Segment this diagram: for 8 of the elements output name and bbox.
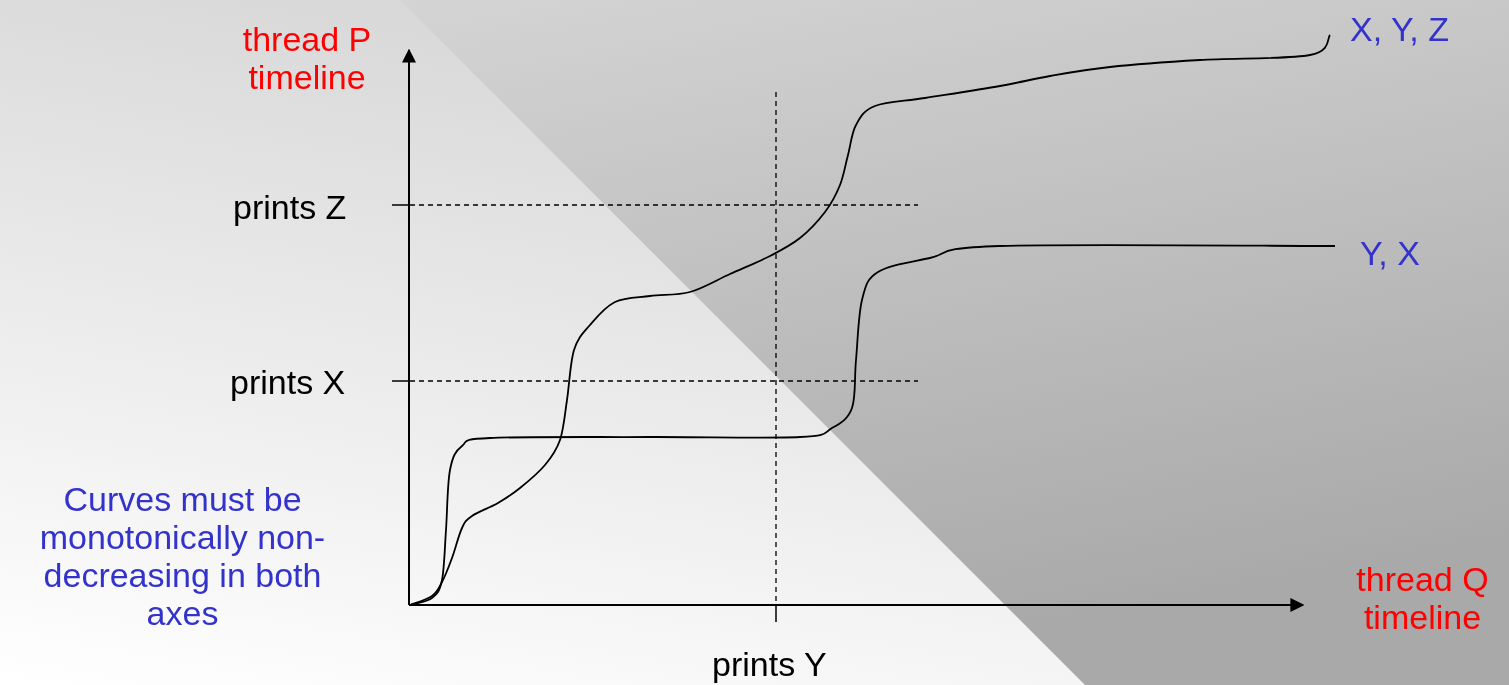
axis-title: thread P timeline (241, 20, 373, 96)
note-text: Curves must be monotonically non-decreasing in both axes (38, 480, 327, 632)
axis-tick-label: prints Y (712, 645, 827, 683)
curve-label: X, Y, Z (1350, 10, 1449, 48)
curve-label: Y, X (1360, 234, 1420, 272)
axis-title: thread Q timeline (1355, 560, 1490, 636)
axis-tick-label: prints X (230, 363, 346, 401)
axis-tick-label: prints Z (233, 188, 347, 226)
